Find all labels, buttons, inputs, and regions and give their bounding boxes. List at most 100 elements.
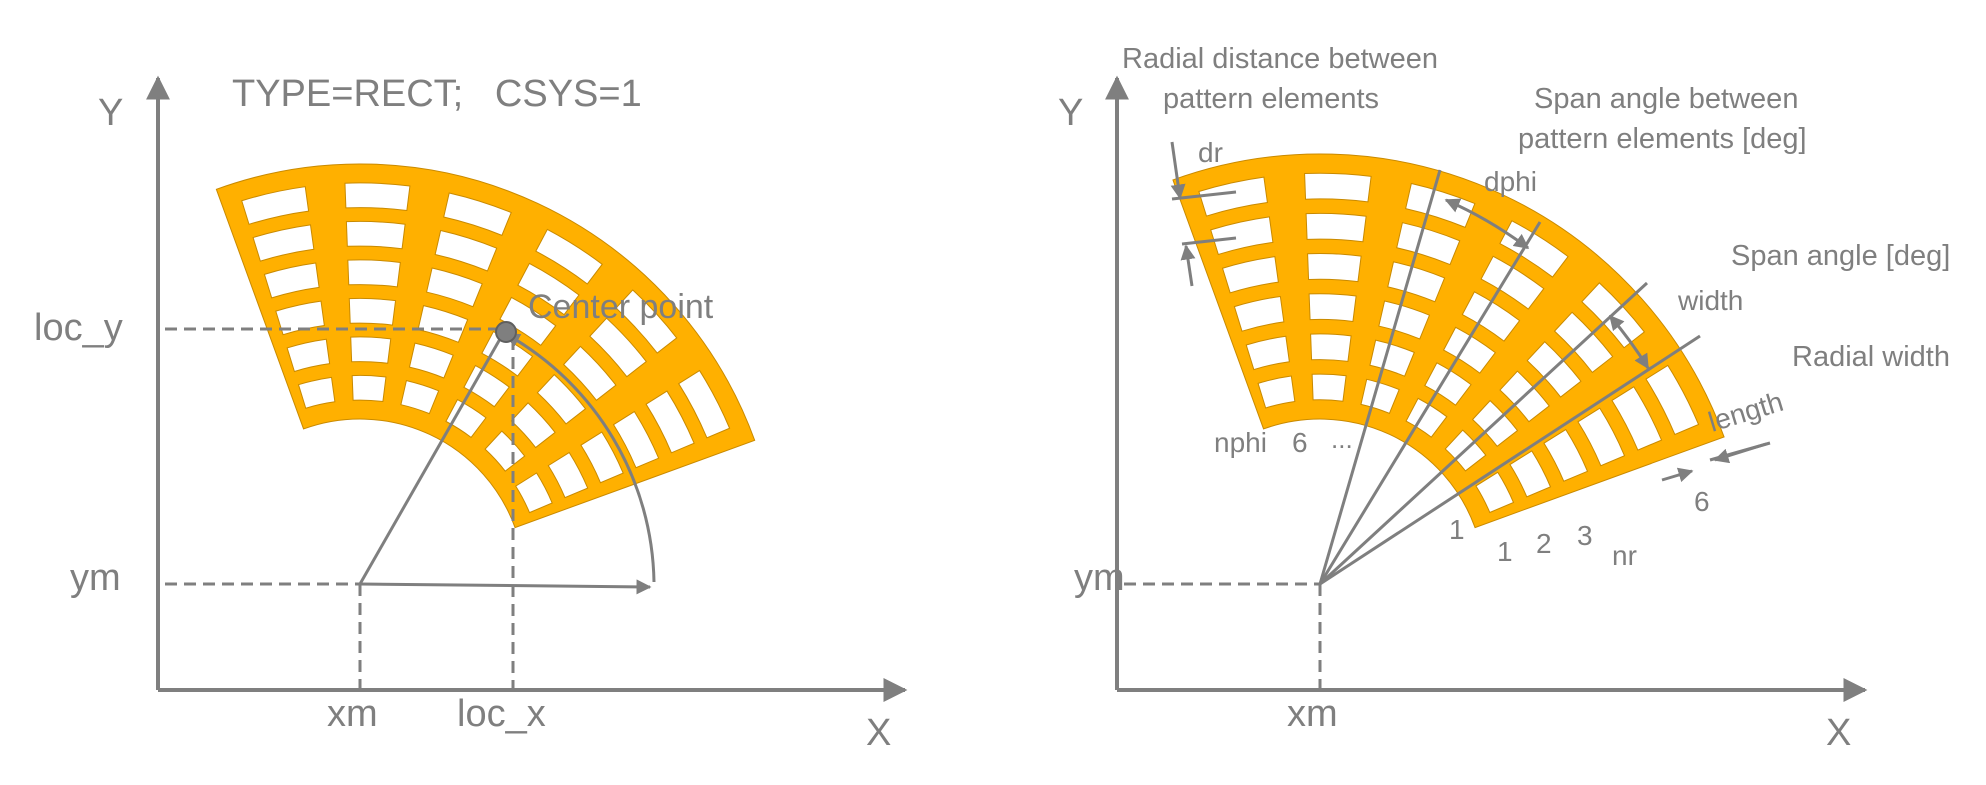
pattern-hole xyxy=(1577,407,1626,467)
pattern-hole xyxy=(678,369,731,439)
ray-2 xyxy=(1318,221,1542,585)
loc-y-label: loc_y xyxy=(34,307,123,349)
pattern-hole xyxy=(347,259,401,288)
ray-4 xyxy=(1319,334,1701,586)
pattern-hole xyxy=(645,390,695,454)
pattern-hole xyxy=(1245,335,1290,371)
pattern-hole xyxy=(1424,362,1472,406)
length-arrow-right xyxy=(1713,442,1767,464)
pattern-hole xyxy=(1645,364,1700,436)
pattern-hole xyxy=(350,336,392,364)
left-x-axis-label: X xyxy=(866,712,891,754)
left-ym-label: ym xyxy=(70,557,121,599)
pattern-hole xyxy=(612,410,660,469)
pattern-hole xyxy=(580,431,624,484)
ray-1 xyxy=(1318,169,1442,585)
radial-distance-label-line1: Radial distance between xyxy=(1122,43,1438,75)
pattern-hole xyxy=(1378,300,1431,340)
right-xm-label: xm xyxy=(1287,693,1338,735)
pattern-hole xyxy=(615,289,678,354)
pattern-hole xyxy=(517,262,580,316)
pattern-hole xyxy=(1307,253,1362,283)
ray-3 xyxy=(1318,281,1649,586)
dr-arrow-top xyxy=(1170,141,1186,200)
left-arc-pattern xyxy=(215,163,756,529)
pattern-hole xyxy=(1405,397,1448,438)
pattern-hole xyxy=(547,451,589,499)
pattern-hole xyxy=(252,224,315,262)
left-angle-arc xyxy=(504,332,656,583)
pattern-hole xyxy=(1221,256,1279,294)
dphi-arrow xyxy=(1444,198,1530,250)
nphi-6-label: 6 xyxy=(1292,427,1308,458)
phi-index-1-label: 1 xyxy=(1449,514,1465,545)
pattern-hole xyxy=(1543,428,1589,482)
nr-6-label: 6 xyxy=(1694,486,1710,517)
pattern-hole xyxy=(400,380,440,415)
pattern-hole xyxy=(1475,471,1515,514)
center-point-marker xyxy=(495,321,517,343)
pattern-hole xyxy=(1304,172,1372,203)
pattern-hole xyxy=(408,342,454,379)
width-arrow xyxy=(1608,314,1650,370)
dr-ext-line-bottom xyxy=(1181,236,1237,246)
nr-2-label: 2 xyxy=(1536,528,1552,559)
pattern-hole xyxy=(510,402,556,449)
pattern-hole xyxy=(1480,255,1545,310)
pattern-hole xyxy=(345,220,406,250)
pattern-hole xyxy=(535,228,603,285)
pattern-hole xyxy=(1308,293,1357,323)
span-between-label-line1: Span angle between xyxy=(1534,83,1798,115)
pattern-hole xyxy=(515,472,553,514)
radial-width-label: Radial width xyxy=(1792,341,1950,373)
right-panel: ym Y X xm Radial distance between patter… xyxy=(1058,43,1950,754)
pattern-hole xyxy=(1611,386,1663,451)
dr-label: dr xyxy=(1198,137,1223,168)
pattern-hole xyxy=(445,398,487,439)
nr-1-label: 1 xyxy=(1497,536,1513,567)
pattern-hole xyxy=(263,262,320,299)
pattern-hole xyxy=(589,317,647,378)
left-y-axis-label: Y xyxy=(98,92,123,134)
left-xm-label: xm xyxy=(327,693,378,735)
right-ym-label: ym xyxy=(1074,557,1125,599)
width-label: width xyxy=(1677,285,1743,316)
pattern-hole xyxy=(425,267,483,308)
pattern-hole xyxy=(1257,375,1296,409)
pattern-hole xyxy=(348,297,397,326)
loc-x-label: loc_x xyxy=(457,693,546,735)
nphi-dots-label: ... xyxy=(1331,424,1353,454)
left-panel: Y X TYPE=RECT; CSYS=1 loc_y ym xm loc_x … xyxy=(34,73,908,754)
pattern-hole xyxy=(1310,333,1352,362)
span-between-label-line2: pattern elements [deg] xyxy=(1518,123,1807,155)
pattern-hole xyxy=(463,364,510,408)
nr-label: nr xyxy=(1612,540,1637,571)
center-point-label: Center point xyxy=(528,288,714,326)
pattern-hole xyxy=(484,430,526,472)
pattern-hole xyxy=(1305,212,1367,243)
radial-distance-label-line2: pattern elements xyxy=(1163,83,1379,115)
pattern-hole xyxy=(1396,222,1461,266)
nr-3-label: 3 xyxy=(1577,520,1593,551)
pattern-hole xyxy=(1509,450,1552,498)
pattern-hole xyxy=(499,296,557,347)
pattern-hole xyxy=(434,229,498,272)
pattern-hole xyxy=(1387,261,1446,303)
length-arrow-left xyxy=(1661,467,1694,483)
pattern-hole xyxy=(1210,216,1274,256)
length-label: length xyxy=(1705,386,1787,438)
pattern-hole xyxy=(351,374,387,403)
left-radius-line xyxy=(358,338,502,585)
pattern-hole xyxy=(562,345,617,401)
pattern-hole xyxy=(1198,176,1268,217)
pattern-hole xyxy=(1442,326,1497,374)
pattern-hole xyxy=(443,192,512,237)
dr-arrow-bottom xyxy=(1180,244,1196,287)
pattern-hole xyxy=(344,182,411,212)
pattern-hole xyxy=(1233,295,1285,332)
right-x-axis-label: X xyxy=(1826,712,1851,754)
left-reference-arrow xyxy=(359,579,652,595)
nphi-label: nphi xyxy=(1214,427,1267,458)
pattern-hole xyxy=(1369,339,1415,377)
